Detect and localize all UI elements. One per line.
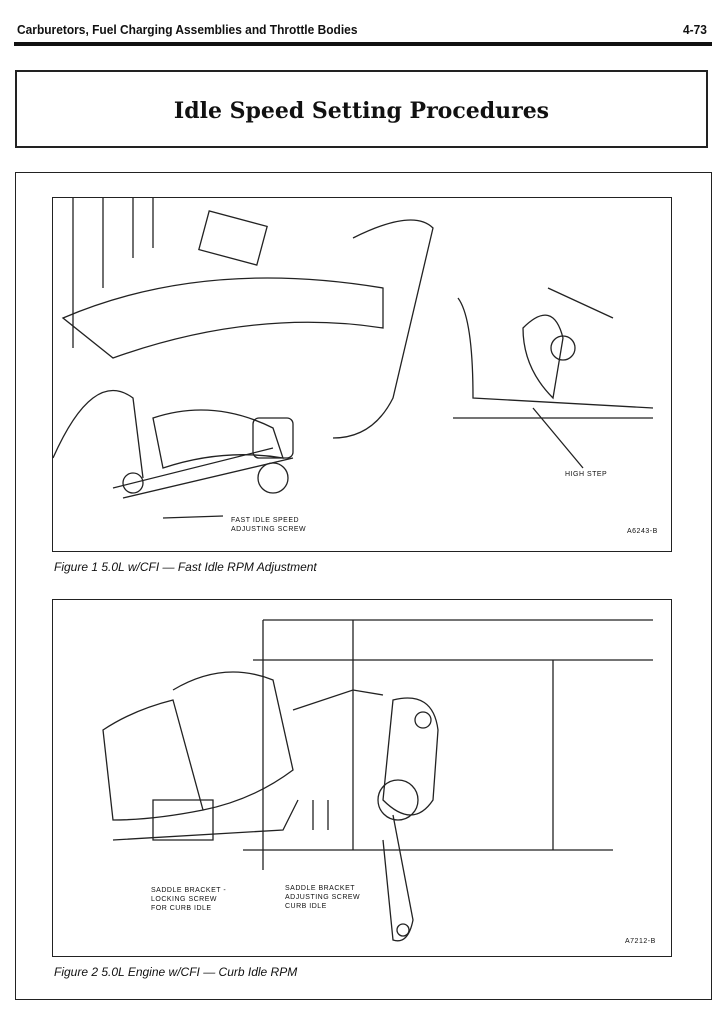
page-title: Idle Speed Setting Procedures xyxy=(173,98,550,124)
figure-code: A7212-B xyxy=(625,938,656,945)
figure-code: A6243-B xyxy=(627,528,658,535)
curb-idle-illustration xyxy=(102,619,653,942)
figure-panel xyxy=(15,172,712,1000)
title-box: Idle Speed Setting Procedures xyxy=(15,70,708,148)
page-number: 4-73 xyxy=(683,22,707,37)
header-rule xyxy=(14,42,712,46)
section-header: Carburetors, Fuel Charging Assemblies an… xyxy=(17,22,358,37)
fast-idle-screw-callout: FAST IDLE SPEED ADJUSTING SCREW xyxy=(231,517,307,533)
figure-1-caption: Figure 1 5.0L w/CFI — Fast Idle RPM Adju… xyxy=(54,560,317,574)
figure-1: FAST IDLE SPEED ADJUSTING SCREW HIGH STE… xyxy=(52,197,672,552)
figure-2-caption: Figure 2 5.0L Engine w/CFI — Curb Idle R… xyxy=(54,965,298,979)
adjusting-screw-callout: SADDLE BRACKET ADJUSTING SCREW CURB IDLE xyxy=(285,885,361,910)
locking-screw-callout: SADDLE BRACKET - LOCKING SCREW FOR CURB … xyxy=(151,887,227,912)
high-step-callout: HIGH STEP xyxy=(565,471,608,478)
figure-2: SADDLE BRACKET - LOCKING SCREW FOR CURB … xyxy=(52,599,672,957)
fast-idle-illustration xyxy=(53,198,654,519)
